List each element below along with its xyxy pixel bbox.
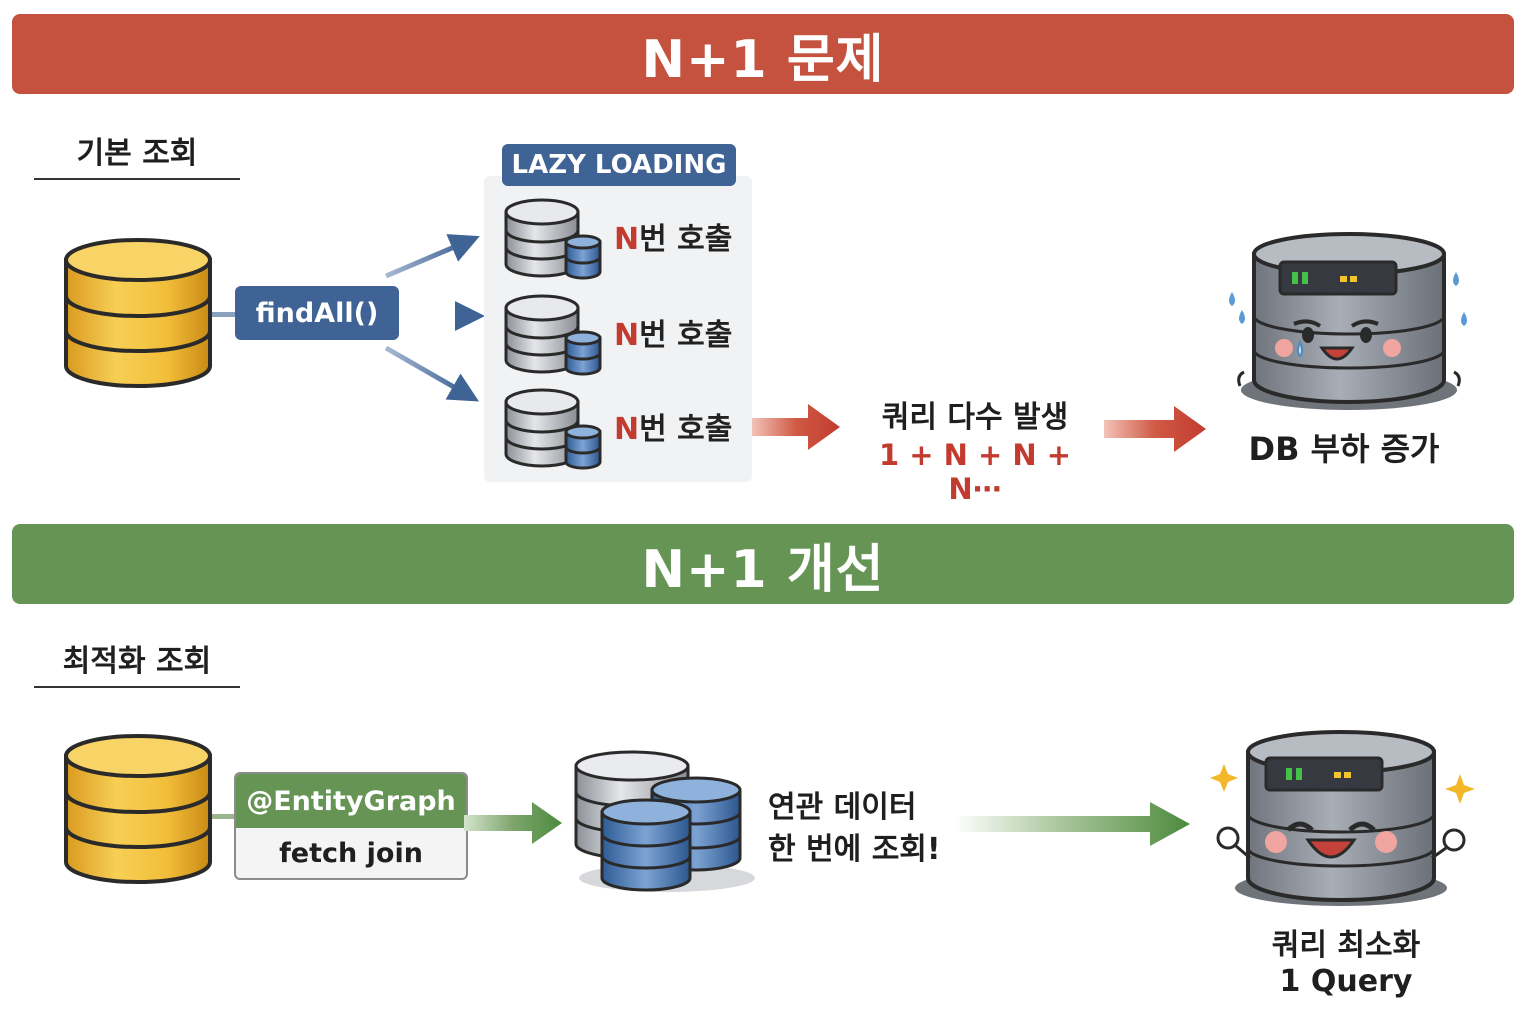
joined-database-cluster-icon — [574, 750, 755, 892]
connector-line — [212, 312, 242, 317]
entitygraph-box: @EntityGraph fetch join — [234, 772, 468, 880]
query-min-label: 쿼리 최소화 — [1271, 928, 1421, 963]
solution-banner-title: N+1 개선 — [641, 539, 885, 600]
query-formula: 1 + N + N + N⋯ — [878, 438, 1072, 506]
call-n-3: N — [614, 412, 640, 447]
one-query-label: 1 Query — [1279, 964, 1413, 999]
gold-database-icon — [64, 238, 212, 388]
solution-banner: N+1 개선 — [12, 524, 1514, 604]
db-stack-icon-3 — [504, 388, 602, 470]
green-arrow-2 — [954, 802, 1190, 846]
lazy-loading-title: LAZY LOADING — [511, 150, 727, 180]
desc-line-2: 한 번에 조회! — [768, 832, 941, 867]
call-text-1: 번 호출 — [639, 222, 733, 257]
crying-server-icon — [1229, 232, 1467, 410]
db-stack-icon-1 — [504, 198, 602, 280]
problem-banner: N+1 문제 — [12, 14, 1514, 94]
findall-pill: findAll() — [235, 286, 399, 340]
happy-server-icon — [1210, 730, 1475, 906]
query-count-label: 쿼리 다수 발생 — [881, 400, 1069, 435]
call-text-2: 번 호출 — [639, 318, 733, 353]
db-stack-icon-2 — [504, 294, 602, 376]
db-load-label: DB 부하 증가 — [1248, 430, 1440, 468]
call-n-2: N — [614, 318, 640, 353]
gold-database-icon-2 — [64, 734, 212, 884]
call-label-3: N번 호출 — [614, 404, 732, 448]
call-n-1: N — [614, 222, 640, 257]
green-arrow-1 — [464, 802, 562, 844]
connector-line-2 — [212, 814, 236, 819]
call-label-2: N번 호출 — [614, 310, 732, 354]
findall-label: findAll() — [255, 297, 379, 329]
lazy-loading-tag: LAZY LOADING — [502, 144, 736, 186]
call-text-3: 번 호출 — [639, 412, 733, 447]
fanout-arrows — [384, 234, 485, 402]
solution-section-label: 최적화 조회 — [34, 636, 240, 688]
problem-banner-title: N+1 문제 — [641, 29, 885, 90]
red-arrow-1 — [752, 404, 840, 450]
desc-line-1: 연관 데이터 — [768, 790, 917, 825]
problem-section-label: 기본 조회 — [34, 128, 240, 180]
entitygraph-label: @EntityGraph — [236, 774, 466, 828]
red-arrow-2 — [1104, 406, 1206, 452]
call-label-1: N번 호출 — [614, 214, 732, 258]
fetch-join-label: fetch join — [279, 837, 423, 869]
